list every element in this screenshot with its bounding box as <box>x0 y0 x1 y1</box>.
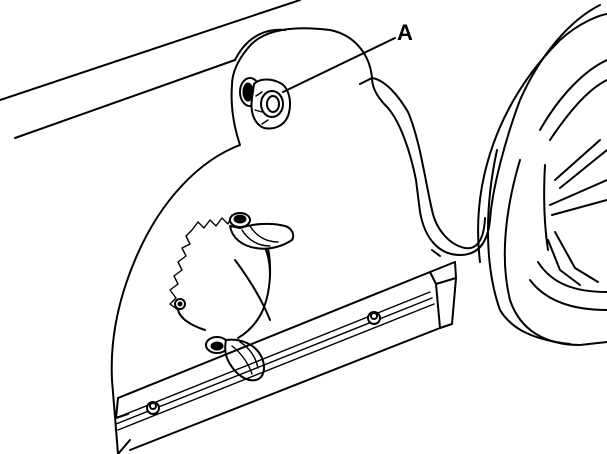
rim-lower <box>529 279 607 311</box>
rail-right-face <box>439 277 457 329</box>
wheel-spoke <box>554 139 601 181</box>
fender-arch <box>419 4 601 256</box>
rim-inner <box>549 79 607 141</box>
rear-wheel <box>477 13 607 346</box>
rail-bolt-head <box>370 312 378 320</box>
wing-knob-detail <box>241 229 271 247</box>
rail-groove-3 <box>117 303 435 431</box>
callout-label-a: A <box>397 20 413 45</box>
wheel-spoke <box>547 239 581 286</box>
knob-a-bore <box>266 95 280 113</box>
rail-groove-1 <box>115 291 431 419</box>
cover-right-edge <box>371 77 433 211</box>
deck-top-edge <box>0 0 301 101</box>
deck-top-edge-2 <box>14 59 236 139</box>
tire-outer-edge <box>477 13 607 263</box>
rail-groove-2 <box>115 297 433 425</box>
wing-knob-stem <box>210 341 224 351</box>
cover-left-edge <box>110 47 249 454</box>
wheel-spoke <box>549 179 607 206</box>
dial-pin-hole <box>177 301 183 307</box>
cover-top-arch <box>247 27 373 85</box>
wing-knob-detail <box>231 345 253 375</box>
side-cover-plate <box>110 4 601 454</box>
wheel-spoke <box>551 199 607 216</box>
tire-tread-line <box>487 149 571 345</box>
knob-a[interactable] <box>239 77 291 130</box>
rail-bolt-head <box>149 402 157 410</box>
wheel-spoke <box>554 231 599 283</box>
rail-outline <box>117 271 441 451</box>
height-adjust-dial <box>169 214 272 339</box>
dial-gear-teeth <box>169 214 233 311</box>
skid-rail <box>115 261 457 451</box>
wheel-spoke <box>559 149 607 189</box>
callout-a: A <box>282 20 413 93</box>
fender-inner <box>431 209 486 250</box>
rim-lower-inner <box>537 261 607 293</box>
wing-knob-detail <box>239 341 259 369</box>
callout-leader-line <box>282 37 396 93</box>
cover-inner-curve <box>234 259 271 321</box>
wheel-hub-edge <box>543 164 549 251</box>
cover-bottom <box>117 439 131 454</box>
upper-wing-knob[interactable] <box>229 212 295 250</box>
knob-a-flutes <box>254 91 269 125</box>
rim-outer <box>539 59 607 131</box>
wing-knob-detail <box>249 225 279 243</box>
dial-bottom-edge <box>177 309 206 331</box>
wing-knob-stem <box>233 214 247 224</box>
dial-right-edge <box>237 239 272 339</box>
cover-inner-right <box>371 77 421 213</box>
cover-flange-corner <box>431 249 441 257</box>
rail-right-end <box>429 261 457 285</box>
